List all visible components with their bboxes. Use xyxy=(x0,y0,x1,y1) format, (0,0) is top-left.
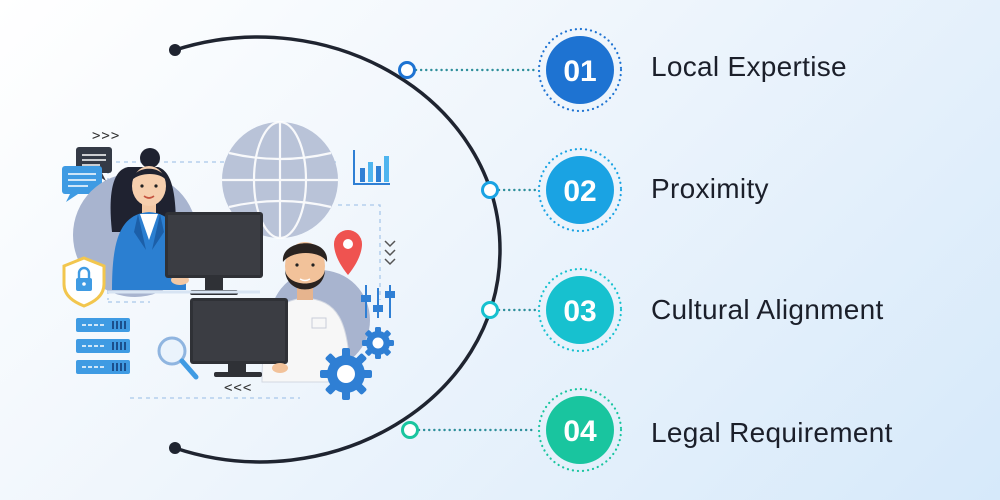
bar-chart-icon xyxy=(353,150,390,185)
step-badge-ring xyxy=(537,387,623,473)
globe-icon xyxy=(222,120,338,240)
step-badge xyxy=(546,396,614,464)
arc-end-dot xyxy=(169,442,181,454)
slider-controls-icon xyxy=(361,285,395,318)
step-node xyxy=(401,421,419,439)
steps-layer: 01 02 03 04 xyxy=(398,27,623,473)
gear-icon xyxy=(320,327,394,400)
step-badge xyxy=(546,156,614,224)
step-badge-ring xyxy=(537,27,623,113)
step-3: 03 xyxy=(481,267,623,353)
server-stack-icon xyxy=(76,318,130,374)
chat-bubble-icon xyxy=(62,147,112,202)
step-badge-ring xyxy=(537,147,623,233)
step-number: 01 xyxy=(563,55,596,88)
step-label-4: Legal Requirement xyxy=(651,417,893,448)
chevrons-bottom: <<< xyxy=(224,380,252,396)
monitor-woman-icon xyxy=(165,212,263,295)
chevrons-down-icon xyxy=(384,240,396,266)
step-number: 02 xyxy=(563,175,596,208)
step-number: 04 xyxy=(563,415,597,448)
step-2: 02 xyxy=(481,147,623,233)
step-node xyxy=(481,181,499,199)
magnifier-icon xyxy=(157,336,199,380)
monitor-man-icon xyxy=(190,298,288,377)
step-number: 03 xyxy=(563,295,596,328)
step-node xyxy=(398,61,416,79)
step-badge xyxy=(546,276,614,344)
step-badge-ring xyxy=(537,267,623,353)
chevrons-top: >>> xyxy=(92,128,120,144)
step-node xyxy=(481,301,499,319)
step-1: 01 xyxy=(398,27,623,113)
location-pin-icon xyxy=(334,230,362,275)
step-label-1: Local Expertise xyxy=(651,51,847,82)
timeline-arc xyxy=(174,35,502,464)
team-illustration: >>> xyxy=(62,120,396,400)
arc-start-dot xyxy=(169,44,181,56)
step-label-3: Cultural Alignment xyxy=(651,294,884,325)
step-badge xyxy=(546,36,614,104)
step-4: 04 xyxy=(401,387,623,473)
step-label-2: Proximity xyxy=(651,173,769,204)
padlock-shield-icon xyxy=(62,256,106,308)
